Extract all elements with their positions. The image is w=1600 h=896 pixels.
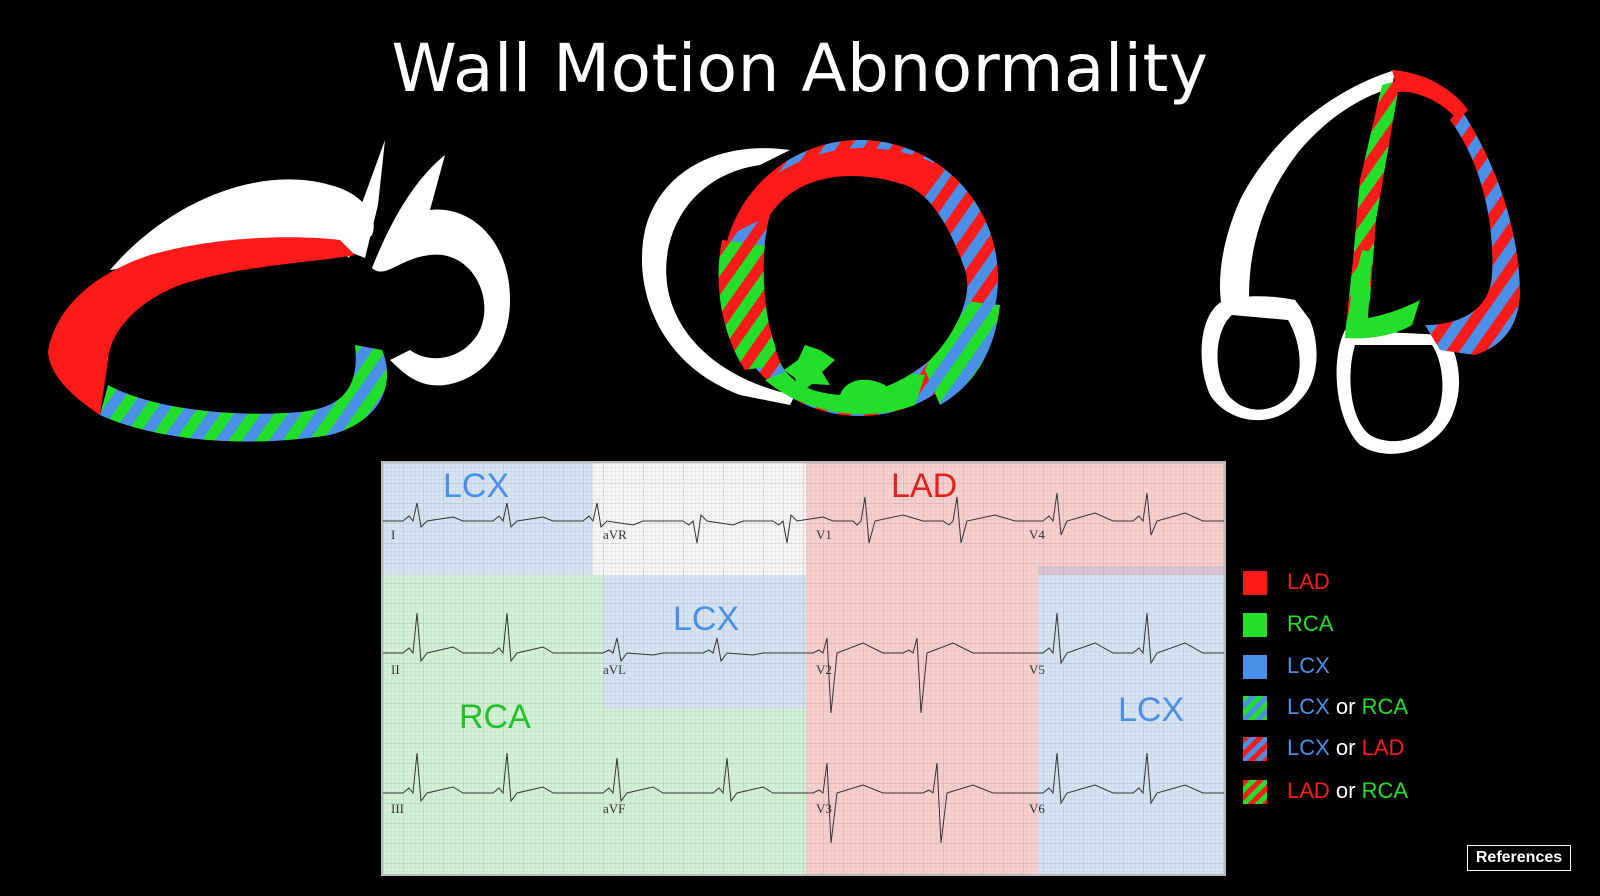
zone-lcx-top	[383, 463, 593, 575]
lead-label: V1	[816, 527, 832, 542]
long-axis-white-outline	[110, 179, 374, 270]
legend-item-lcx-or-lad: LCX or LAD	[1243, 735, 1523, 761]
ecg-12-lead: LCX LAD LCX RCA LCX I aVR V1 V4 II aVL V…	[381, 461, 1226, 876]
septum-rca-basal	[1345, 250, 1420, 339]
lead-label: V5	[1029, 662, 1045, 677]
lateral-wall-lcx-lad	[1425, 108, 1520, 355]
lead-label: V4	[1029, 527, 1045, 542]
papillary-muscle-inferior	[840, 379, 887, 402]
ecg-label-rca: RCA	[459, 698, 531, 736]
legend-swatch-lcx-or-lad	[1243, 737, 1267, 761]
legend-text-or: or	[1335, 735, 1356, 760]
trace-row-1	[383, 492, 1224, 544]
short-axis-view	[641, 140, 1000, 416]
zone-rca	[383, 575, 603, 874]
legend-text-rca: RCA	[1361, 778, 1409, 803]
lv-ring-lad-anterior	[730, 148, 945, 235]
lead-label: II	[391, 662, 400, 677]
zone-rca-lower	[603, 709, 806, 874]
rv-outline	[641, 148, 795, 406]
lead-label: aVL	[603, 662, 627, 677]
aortic-valve-leaflet	[345, 140, 385, 258]
references-button[interactable]: References	[1467, 845, 1571, 871]
legend-text-lcx: LCX	[1287, 653, 1330, 678]
legend-item-lcx-or-rca: LCX or RCA	[1243, 694, 1523, 720]
legend-swatch-lcx-or-rca	[1243, 696, 1267, 720]
ecg-label-lcx-top: LCX	[443, 467, 510, 505]
lead-label: V6	[1029, 801, 1045, 816]
papillary-muscle	[784, 345, 835, 393]
ecg-traces	[383, 492, 1224, 844]
zone-lad-lower	[806, 575, 1038, 874]
ecg-label-lcx-mid: LCX	[673, 600, 740, 638]
legend-text-lcx: LCX	[1287, 694, 1330, 719]
lead-label: III	[391, 801, 404, 816]
lv-cavity	[763, 176, 968, 395]
lead-label: V2	[816, 662, 832, 677]
legend-swatch-rca	[1243, 613, 1267, 637]
lead-label: I	[391, 527, 396, 542]
legend-item-rca: RCA	[1243, 611, 1523, 637]
atria-cavities	[1217, 315, 1443, 442]
lad-segment-anterior	[48, 237, 355, 415]
apical-view	[1201, 70, 1520, 454]
zone-lcx-mid	[603, 575, 806, 709]
apex-lad	[1392, 70, 1468, 120]
legend-text-lcx: LCX	[1287, 735, 1330, 760]
apical-white-outline	[1220, 70, 1395, 320]
lead-label: aVR	[603, 527, 627, 542]
legend-text-lad: LAD	[1361, 735, 1405, 760]
ecg-label-lad: LAD	[891, 467, 958, 505]
page-title: Wall Motion Abnormality	[391, 30, 1209, 107]
legend-text-or: or	[1335, 694, 1356, 719]
zone-lad	[806, 463, 1224, 575]
legend-swatch-lad-or-rca	[1243, 780, 1267, 804]
trace-row-3	[383, 752, 1224, 844]
lead-label: V3	[816, 801, 832, 816]
legend-item-lcx: LCX	[1243, 653, 1523, 679]
left-atrium-wall	[372, 155, 510, 386]
legend-text-lad: LAD	[1287, 778, 1330, 803]
long-axis-view	[48, 140, 510, 442]
legend-item-lad: LAD	[1243, 569, 1523, 595]
legend-item-lad-or-rca: LAD or RCA	[1243, 778, 1523, 804]
legend-swatch-lcx	[1243, 655, 1267, 679]
legend-text-lad: LAD	[1287, 569, 1330, 594]
legend-text-or: or	[1335, 778, 1356, 803]
lead-label: aVF	[603, 801, 626, 816]
legend-swatch-lad	[1243, 571, 1267, 595]
ecg-label-lcx-right: LCX	[1118, 691, 1185, 729]
legend-text-rca: RCA	[1361, 694, 1409, 719]
trace-row-2	[383, 612, 1224, 714]
legend-text-rca: RCA	[1287, 611, 1334, 636]
zone-lcx-right	[1038, 566, 1224, 874]
lcx-or-rca-segment-inferior	[100, 345, 388, 442]
